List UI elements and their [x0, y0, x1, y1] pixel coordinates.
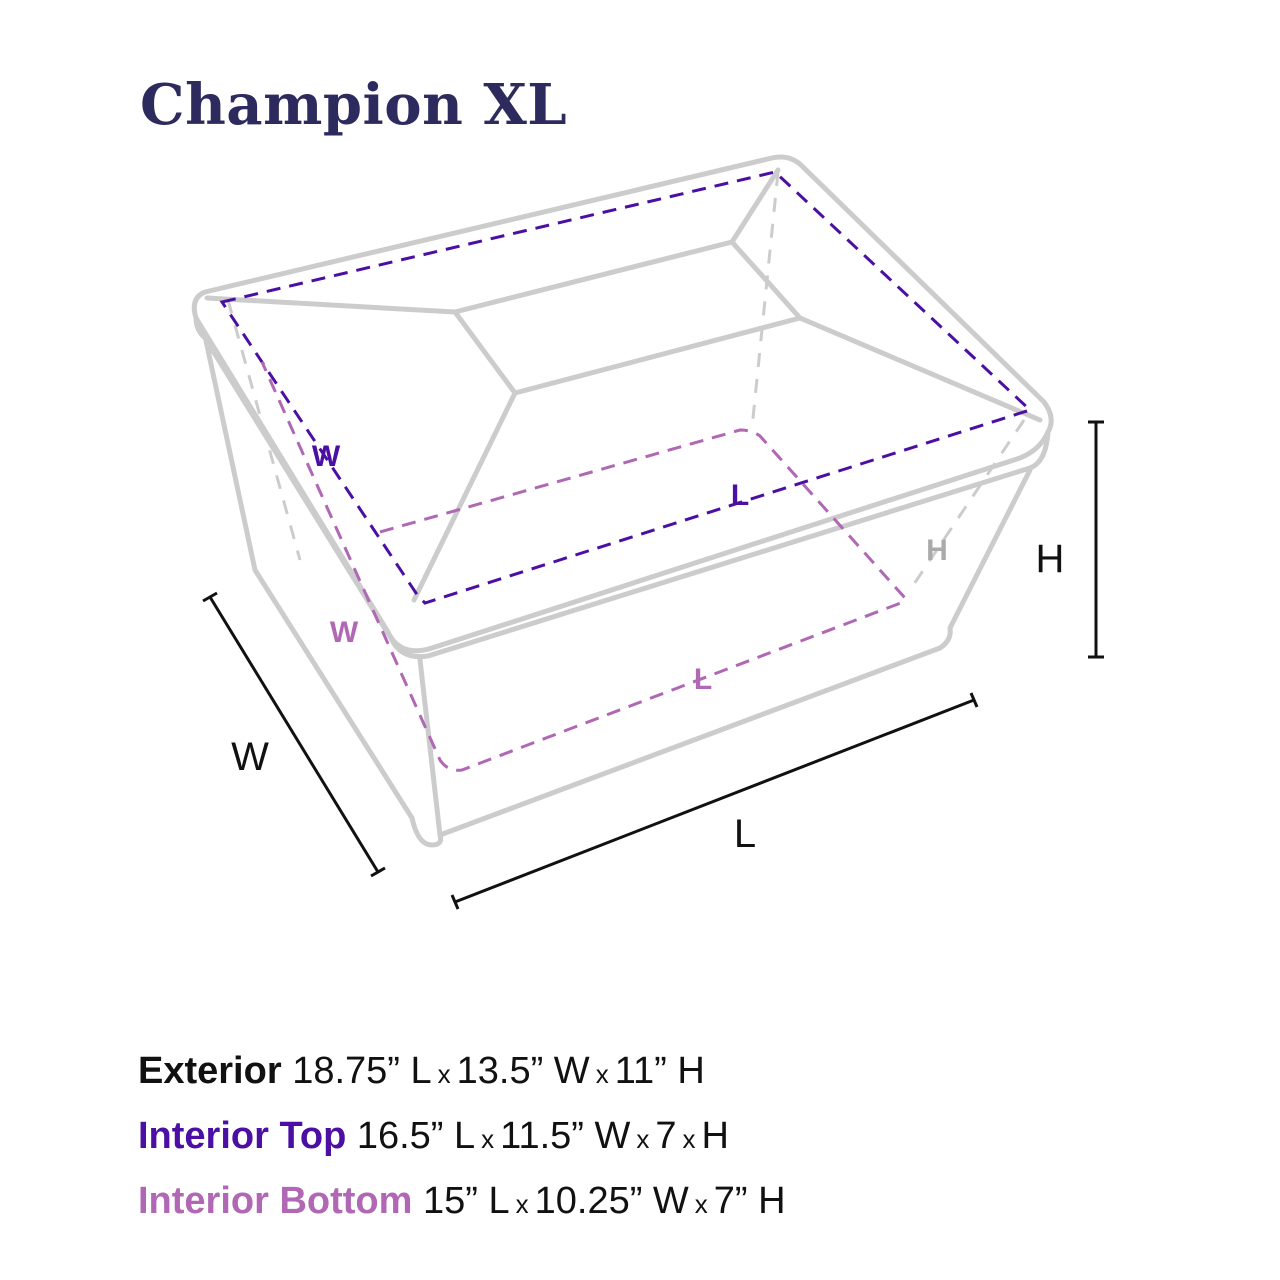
spec-separator: x — [595, 1059, 609, 1089]
interior-h-label: H — [926, 534, 948, 567]
spec-length: 18.75” L — [292, 1050, 432, 1092]
spec-label: Exterior — [138, 1050, 282, 1092]
interior-top-w-label: W — [312, 440, 341, 473]
box-outline — [191, 154, 1054, 848]
spec-height: 7 — [655, 1115, 677, 1157]
interior-top-outline — [219, 170, 1033, 605]
spec-separator: x — [682, 1124, 696, 1154]
spec-separator: x — [481, 1124, 495, 1154]
box-diagram: W L W L H W L H — [191, 154, 1104, 910]
spec-separator: x — [515, 1189, 529, 1219]
page-title: Champion XL — [140, 72, 568, 138]
spec-width: 11.5” W — [500, 1115, 631, 1157]
interior-bottom-outline — [260, 361, 907, 772]
interior-bottom-l-label: L — [694, 663, 712, 696]
spec-width: 10.25” W — [534, 1180, 689, 1222]
exterior-h-label: H — [1036, 537, 1065, 581]
exterior-w-label: W — [231, 735, 269, 779]
dimension-lines — [202, 420, 1104, 910]
spec-label: Interior Top — [138, 1115, 347, 1157]
spec-width: 13.5” W — [456, 1050, 590, 1092]
interior-top-l-label: L — [731, 479, 749, 512]
box-hidden-edges — [226, 171, 1026, 591]
spec-separator: x — [636, 1124, 650, 1154]
interior-bottom-w-label: W — [330, 616, 359, 649]
spec-height-unit: H — [701, 1115, 729, 1157]
exterior-l-label: L — [734, 812, 756, 856]
spec-height: 11” H — [614, 1050, 705, 1092]
spec-height: 7” H — [713, 1180, 786, 1222]
spec-length: 16.5” L — [356, 1115, 476, 1157]
spec-label: Interior Bottom — [138, 1180, 413, 1222]
spec-length: 15” L — [423, 1180, 510, 1222]
spec-separator: x — [694, 1189, 708, 1219]
spec-separator: x — [437, 1059, 451, 1089]
